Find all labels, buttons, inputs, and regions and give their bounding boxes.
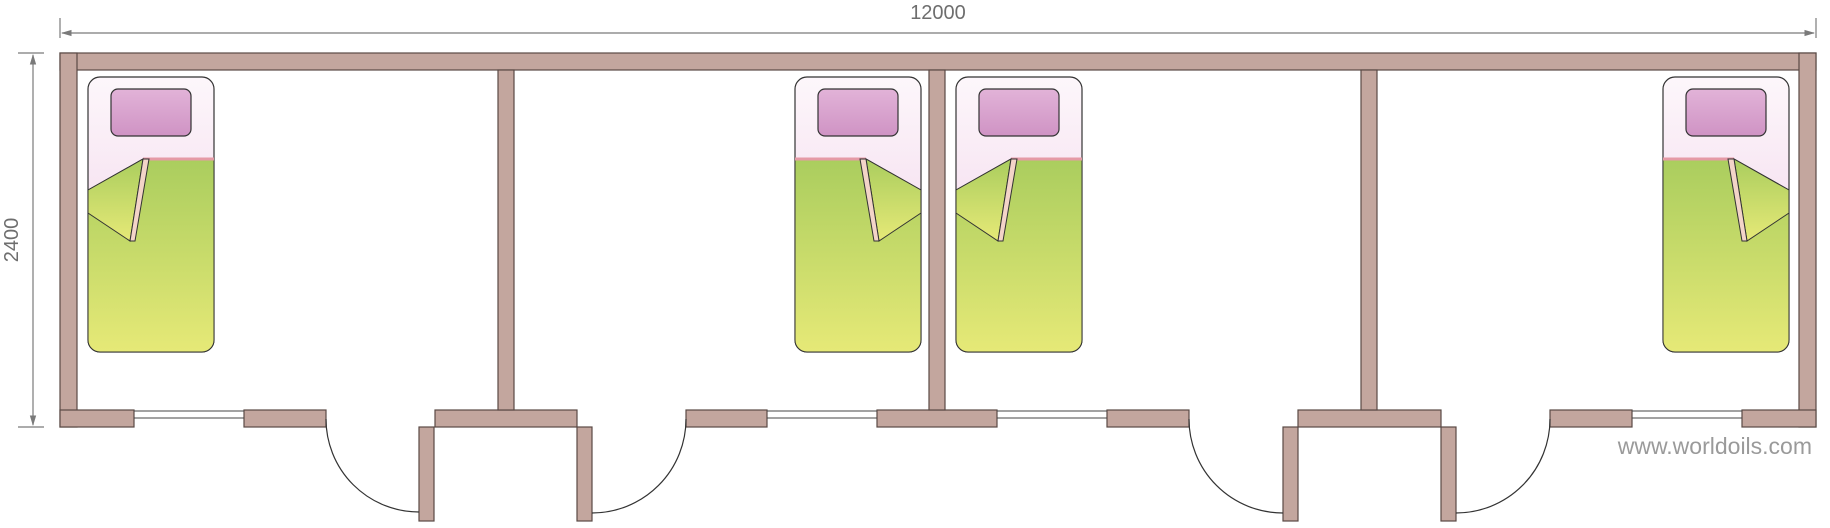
door-1	[325, 418, 420, 513]
width-label: 12000	[910, 2, 966, 24]
door-3	[1188, 418, 1284, 514]
bed-2	[794, 76, 922, 353]
watermark: www.worldoils.com	[1617, 433, 1812, 459]
window-2	[767, 410, 877, 419]
vestibule-walls	[418, 426, 1457, 522]
bed-4	[1662, 76, 1790, 353]
outer-walls	[59, 52, 1817, 428]
height-label: 2400	[1, 218, 23, 263]
width-dimension: 12000	[59, 2, 1817, 38]
window-1	[134, 410, 244, 419]
window-4	[1632, 410, 1742, 419]
partition-walls	[497, 69, 1378, 411]
door-4	[1455, 418, 1551, 514]
door-2	[591, 418, 687, 514]
height-dimension: 2400	[1, 52, 44, 428]
bed-3	[955, 76, 1083, 353]
bed-1	[87, 76, 215, 353]
doors	[325, 418, 1551, 514]
windows	[134, 410, 1742, 419]
window-3	[997, 410, 1107, 419]
